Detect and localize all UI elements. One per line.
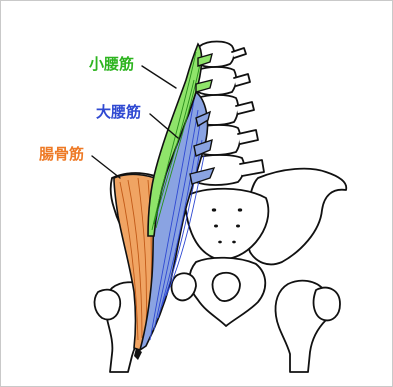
label-psoas-minor: 小腰筋 [89,55,134,73]
leader-iliacus [92,156,120,178]
label-psoas-major: 大腰筋 [96,103,141,121]
left-trochanter [95,290,121,320]
right-trochanter [314,288,340,321]
label-iliacus: 腸骨筋 [39,145,84,163]
leader-psoas-minor [142,66,176,88]
